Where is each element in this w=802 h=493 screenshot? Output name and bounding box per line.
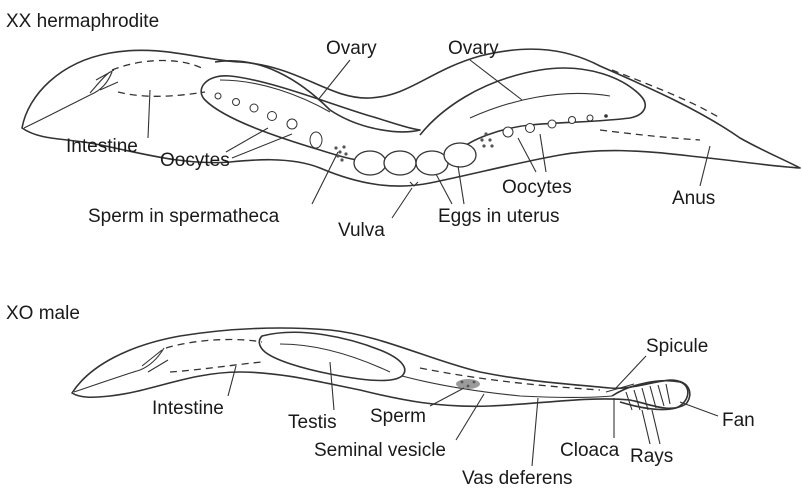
male-sperm-cluster bbox=[456, 379, 480, 389]
male-title: XO male bbox=[6, 303, 80, 324]
hermaphrodite-oocytes-left bbox=[215, 93, 322, 148]
label-oocytes-right: Oocytes bbox=[502, 177, 572, 198]
male-figure: XO male Spicule Intestine Testis Sp bbox=[6, 303, 755, 488]
label-cloaca: Cloaca bbox=[560, 440, 620, 461]
hermaphrodite-title: XX hermaphrodite bbox=[6, 11, 159, 32]
label-seminal-vesicle: Seminal vesicle bbox=[314, 440, 446, 461]
hermaphrodite-oocytes-right bbox=[503, 114, 608, 137]
label-vulva: Vulva bbox=[338, 220, 385, 241]
label-anus: Anus bbox=[672, 188, 715, 209]
hermaphrodite-pharynx bbox=[24, 72, 112, 128]
hermaphrodite-pharynx-bulb bbox=[90, 70, 118, 93]
hermaphrodite-spermatheca-left bbox=[334, 145, 347, 161]
label-male-intestine: Intestine bbox=[152, 398, 224, 419]
hermaphrodite-intestine bbox=[112, 61, 720, 140]
label-vas-deferens: Vas deferens bbox=[462, 468, 573, 488]
label-testis: Testis bbox=[288, 412, 337, 433]
label-intestine: Intestine bbox=[66, 136, 138, 157]
male-testis bbox=[259, 332, 404, 380]
hermaphrodite-spermatheca-right bbox=[480, 132, 493, 147]
label-ovary-right: Ovary bbox=[448, 38, 499, 59]
hermaphrodite-figure: XX hermaphrodite bbox=[6, 11, 800, 241]
label-rays: Rays bbox=[630, 446, 673, 467]
hermaphrodite-gonad-right bbox=[420, 68, 645, 150]
label-sperm: Sperm bbox=[370, 406, 426, 427]
label-ovary-left: Ovary bbox=[326, 38, 377, 59]
label-fan: Fan bbox=[722, 410, 755, 431]
label-sperm-spermatheca: Sperm in spermatheca bbox=[88, 206, 280, 227]
male-vas-deferens-tube bbox=[402, 376, 612, 398]
label-spicule: Spicule bbox=[646, 336, 708, 357]
hermaphrodite-ovary-rachis-right bbox=[470, 93, 610, 118]
male-pharynx-bulb bbox=[142, 350, 168, 372]
hermaphrodite-gonad-left bbox=[201, 61, 420, 161]
label-eggs-uterus: Eggs in uterus bbox=[438, 206, 559, 227]
label-oocytes-left: Oocytes bbox=[160, 150, 230, 171]
hermaphrodite-eggs bbox=[354, 143, 476, 175]
